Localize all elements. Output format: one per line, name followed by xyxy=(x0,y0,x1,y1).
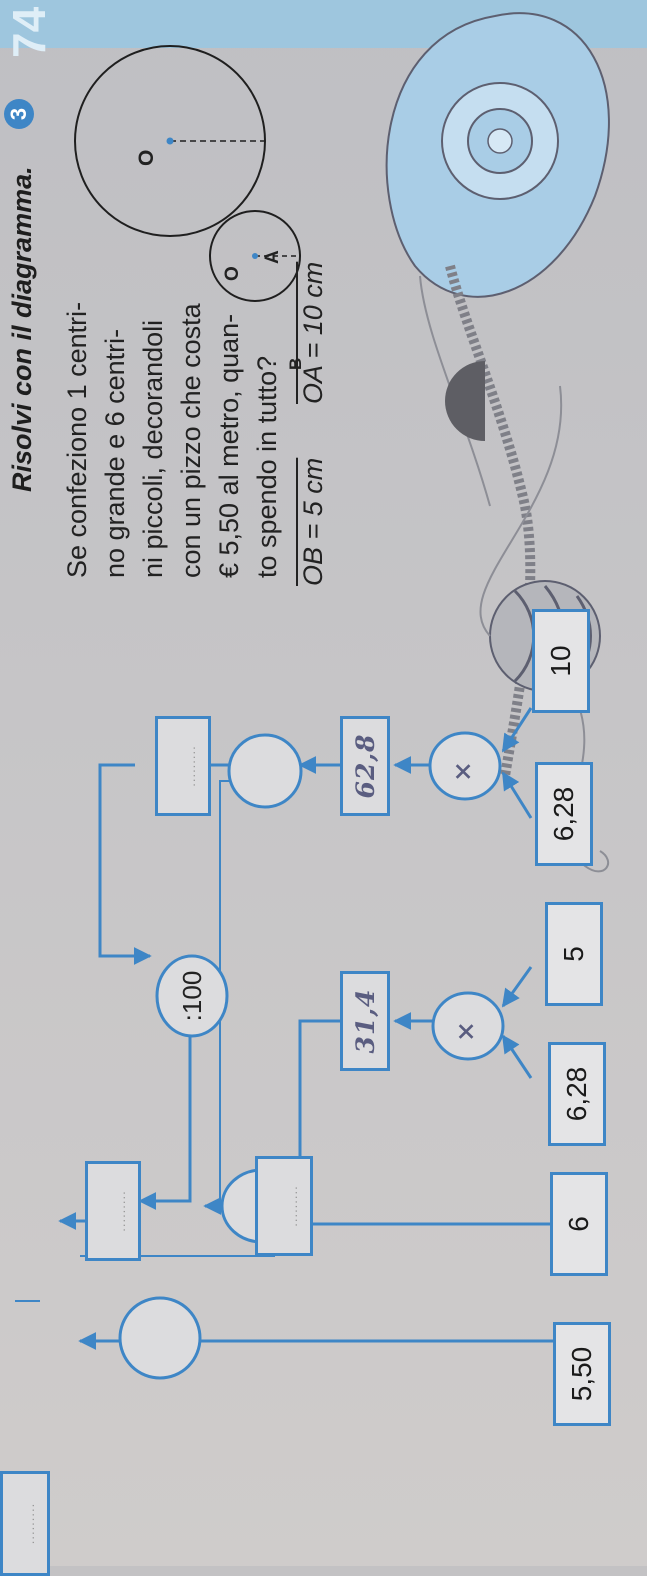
answer-dots-1: ......... xyxy=(183,745,198,787)
wire-b1-div xyxy=(98,763,152,965)
answer-box-2: ......... xyxy=(255,1156,313,1256)
wire-5 xyxy=(501,966,533,1008)
handwritten-result-1: 62,8 xyxy=(350,733,380,799)
answer-dots-final: ......... xyxy=(22,1502,37,1545)
answer-box-1: ......... xyxy=(155,716,211,816)
divide-circle xyxy=(155,954,229,1038)
small-circle xyxy=(209,210,301,302)
answer-dots-2: ......... xyxy=(285,1185,300,1227)
wire-10 xyxy=(501,707,533,753)
circle-figures xyxy=(74,45,301,302)
answer-box-final: ......... xyxy=(0,1471,50,1576)
wire-628a xyxy=(501,771,533,819)
wire-628b xyxy=(501,1034,533,1079)
center-o-large xyxy=(166,137,174,145)
divide-label: :100 xyxy=(177,970,207,1022)
result-box-1: 62,8 xyxy=(340,716,390,816)
empty-circle-1 xyxy=(227,733,303,809)
multiply-circle-2 xyxy=(431,991,505,1061)
handwritten-multiply-2: × xyxy=(451,1021,480,1042)
answer-box-3: ......... xyxy=(85,1161,141,1261)
handwritten-multiply-1: × xyxy=(448,761,477,782)
handwritten-result-2: 31,4 xyxy=(350,988,380,1054)
multiply-circle-1 xyxy=(428,731,502,801)
empty-circle-3 xyxy=(118,1296,202,1380)
center-o-small xyxy=(252,253,258,259)
result-box-2: 31,4 xyxy=(340,971,390,1071)
wire-div-b3 xyxy=(138,1036,192,1210)
answer-dots-3: ......... xyxy=(113,1190,128,1232)
